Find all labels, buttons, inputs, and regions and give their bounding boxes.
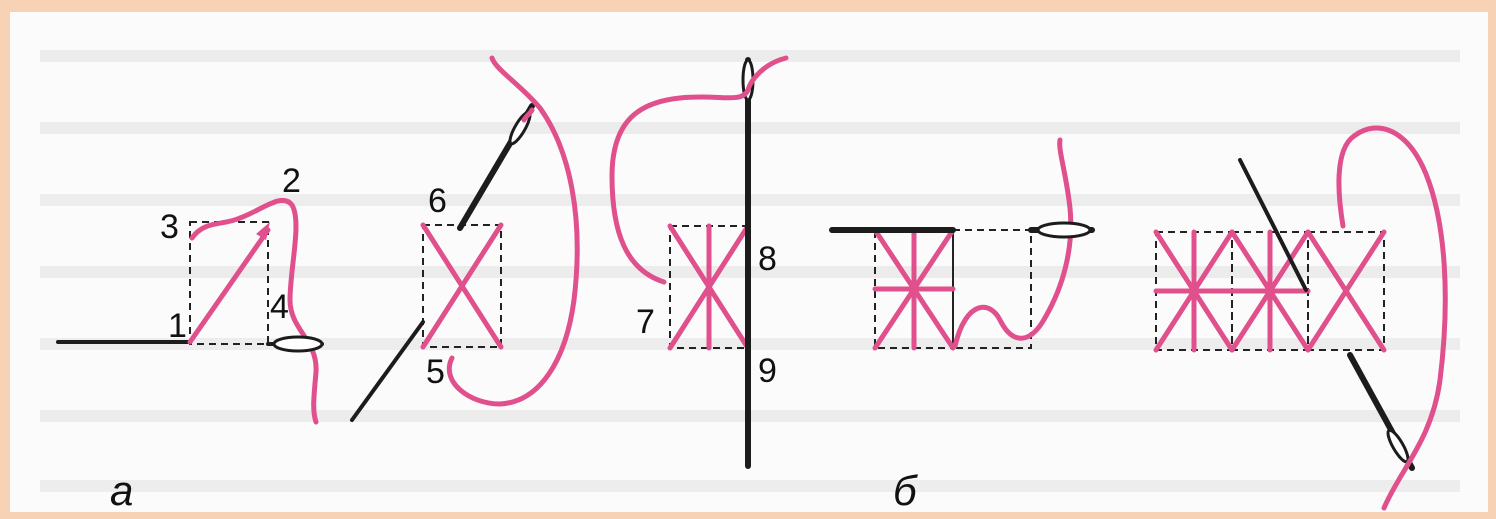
stitch-thread <box>420 222 504 350</box>
loop-thread <box>447 55 580 407</box>
label-6: 6 <box>428 182 447 220</box>
label-3: 3 <box>160 208 179 246</box>
needle-eye <box>272 335 324 353</box>
label-1: 1 <box>168 307 187 345</box>
needle <box>1238 158 1308 292</box>
label-7: 7 <box>636 303 655 341</box>
panel-a: 1 2 3 4 6 5 а <box>56 55 580 514</box>
wave-thread <box>952 137 1074 349</box>
stitch-thread <box>187 227 271 345</box>
step-4-diagram <box>829 137 1095 351</box>
loop-thread <box>1336 125 1448 511</box>
loose-thread <box>189 197 319 425</box>
label-4: 4 <box>270 288 289 326</box>
label-5: 5 <box>426 353 445 391</box>
caption-b: б <box>893 467 918 514</box>
step-5-diagram <box>1153 125 1448 511</box>
step-2-diagram: 6 5 <box>350 55 580 422</box>
needle <box>350 320 425 422</box>
stitch-cell <box>952 229 1032 349</box>
loop-thread <box>609 55 789 285</box>
label-2: 2 <box>282 162 301 200</box>
caption-a: а <box>110 467 133 514</box>
stitch-arrow <box>256 222 270 240</box>
panel-b: б <box>829 125 1448 514</box>
stitch-thread <box>1305 229 1387 353</box>
thread-end <box>521 107 535 123</box>
label-8: 8 <box>758 240 777 278</box>
step-1-diagram: 1 2 3 4 <box>56 162 324 425</box>
step-3-diagram: 7 8 9 <box>609 55 789 469</box>
label-9: 9 <box>758 352 777 390</box>
needle-eye <box>1036 221 1092 239</box>
